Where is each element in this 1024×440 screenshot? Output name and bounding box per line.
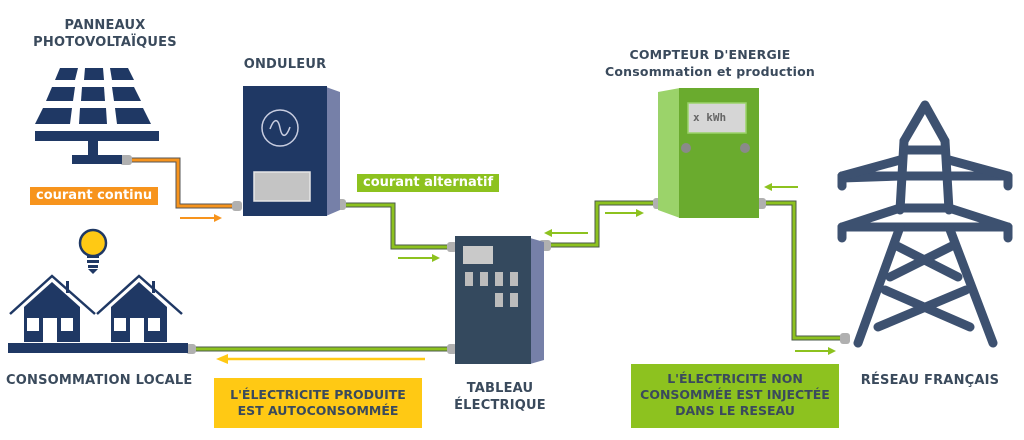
dc-current-tag: courant continu — [30, 187, 159, 205]
meter-label-line2: Consommation et production — [605, 64, 815, 79]
meter-label: COMPTEUR D'ENERGIE Consommation et produ… — [580, 46, 840, 80]
board-label-line2: ÉLECTRIQUE — [454, 398, 546, 413]
arrow-grid-to-meter — [764, 183, 798, 191]
arrow-meter-to-grid — [795, 347, 836, 355]
grid-label: RÉSEAU FRANÇAIS — [860, 373, 1000, 388]
arrow-dc — [180, 214, 222, 222]
local-consumption-label: CONSOMMATION LOCALE — [6, 373, 193, 388]
grid-injection-line1: L'ÉLECTRICITE NON — [667, 371, 803, 386]
wire-ac-inverter — [342, 202, 452, 250]
electrical-board-label: TABLEAU ÉLECTRIQUE — [440, 380, 560, 414]
panels-label: PANNEAUX PHOTOVOLTAÏQUES — [30, 17, 180, 51]
ac-current-tag: courant alternatif — [357, 174, 500, 192]
wire-board-meter — [545, 200, 658, 248]
energy-meter-icon — [658, 88, 759, 218]
meter-display: x kWh — [693, 111, 727, 124]
wire-meter-grid — [760, 200, 845, 341]
self-consumption-line1: L'ÉLECTRICITE PRODUITE — [230, 387, 406, 402]
electrical-board-icon — [455, 236, 544, 364]
power-pylon-icon — [837, 100, 1013, 348]
grid-injection-note: L'ÉLECTRICITE NON CONSOMMÉE EST INJECTÉE… — [631, 364, 839, 428]
panels-label-line1: PANNEAUX — [64, 18, 146, 33]
self-consumption-line2: EST AUTOCONSOMMÉE — [237, 403, 399, 418]
inverter-icon — [243, 86, 340, 216]
self-consumption-note: L'ÉLECTRICITE PRODUITE EST AUTOCONSOMMÉE — [214, 378, 422, 428]
arrow-self-consumption — [216, 354, 425, 364]
panels-label-line2: PHOTOVOLTAÏQUES — [33, 35, 177, 50]
houses-icon — [8, 274, 188, 353]
inverter-label: ONDULEUR — [243, 57, 327, 72]
lightbulb-icon — [78, 228, 108, 274]
arrow-board-to-meter — [605, 209, 644, 217]
meter-label-line1: COMPTEUR D'ENERGIE — [629, 47, 791, 62]
arrow-meter-to-board — [544, 229, 588, 237]
solar-panel-icon — [35, 68, 159, 164]
arrow-ac-to-board — [398, 254, 440, 262]
grid-injection-line2: CONSOMMÉE EST INJECTÉE — [640, 387, 830, 402]
grid-injection-line3: DANS LE RESEAU — [675, 403, 795, 418]
wire-dc — [128, 157, 236, 209]
board-label-line1: TABLEAU — [466, 381, 534, 396]
